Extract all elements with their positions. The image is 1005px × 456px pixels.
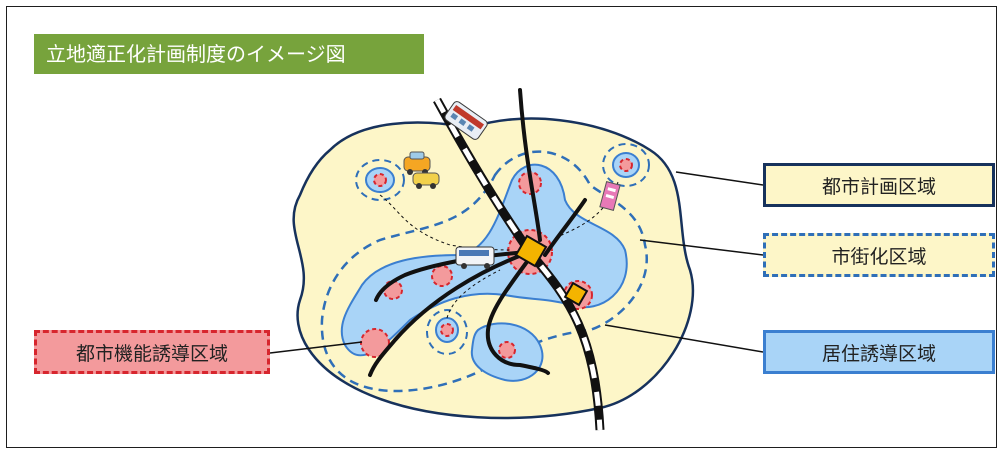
link-ne — [554, 181, 619, 239]
train-icon — [444, 101, 488, 140]
road-south — [485, 253, 550, 375]
leader-resid — [604, 324, 764, 353]
leader-city — [675, 171, 764, 186]
label-residential-inducement-area: 居住誘導区域 — [763, 330, 995, 374]
leader-urban — [639, 239, 764, 256]
road-north — [518, 88, 542, 242]
urbanization-ring3 — [426, 309, 468, 355]
function-area-nw-dot — [373, 173, 387, 187]
leader-func — [269, 341, 363, 354]
label-city-planning-area: 都市計画区域 — [763, 163, 995, 207]
urbanization-ring1 — [355, 159, 405, 201]
station-icon-2 — [563, 281, 589, 307]
station-icon — [514, 234, 548, 268]
urbanization-ring2 — [602, 143, 650, 187]
link-nw — [379, 194, 513, 251]
label-urban-function-inducement-area: 都市機能誘導区域 — [34, 330, 270, 374]
function-area-southwest — [360, 328, 390, 358]
function-area-s-dot — [440, 323, 454, 337]
function-area-south — [498, 341, 516, 359]
building-icon — [599, 181, 621, 211]
link-s — [446, 269, 501, 319]
bus-icon — [455, 246, 495, 269]
car-icon — [403, 151, 440, 189]
function-area-ne-dot — [619, 158, 633, 172]
diagram-title: 立地適正化計画制度のイメージ図 — [34, 34, 424, 74]
road-inner — [543, 198, 587, 257]
road-southwest — [368, 250, 532, 377]
function-area-west1 — [431, 265, 453, 287]
label-urbanization-area: 市街化区域 — [763, 233, 995, 277]
